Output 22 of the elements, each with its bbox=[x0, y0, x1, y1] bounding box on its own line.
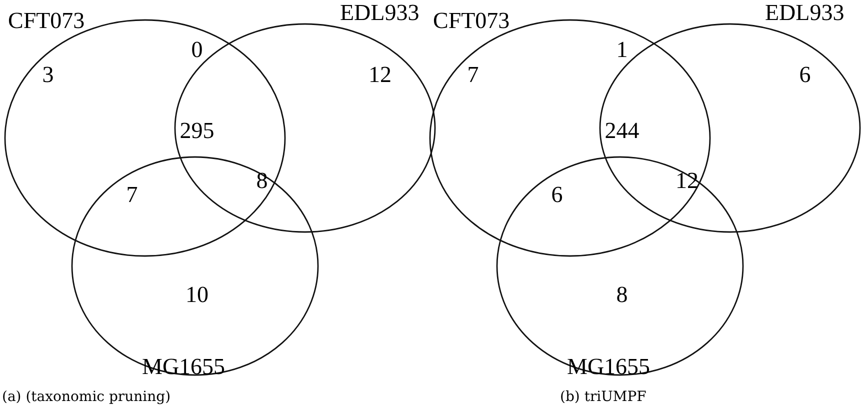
count-label: 8 bbox=[616, 282, 628, 308]
set-label: MG1655 bbox=[142, 354, 226, 380]
set-label: MG1655 bbox=[567, 354, 650, 380]
caption: (a) (taxonomic pruning) bbox=[2, 388, 171, 406]
set-label: CFT073 bbox=[433, 8, 510, 34]
count-label: 244 bbox=[604, 118, 640, 144]
count-label: 1 bbox=[616, 37, 628, 63]
count-label: 8 bbox=[256, 168, 268, 194]
count-label: 7 bbox=[467, 62, 479, 88]
count-label: 12 bbox=[676, 168, 698, 194]
count-label: 3 bbox=[42, 62, 54, 88]
count-label: 12 bbox=[368, 62, 392, 88]
set-label: EDL933 bbox=[765, 0, 844, 26]
count-label: 295 bbox=[180, 118, 214, 144]
caption: (b) triUMPF bbox=[560, 388, 646, 406]
count-label: 7 bbox=[126, 182, 138, 208]
count-label: 0 bbox=[191, 37, 203, 63]
set-label: CFT073 bbox=[8, 8, 85, 34]
count-label: 6 bbox=[551, 182, 563, 208]
count-label: 6 bbox=[799, 62, 811, 88]
set-label: EDL933 bbox=[340, 0, 420, 26]
count-label: 10 bbox=[186, 282, 208, 308]
